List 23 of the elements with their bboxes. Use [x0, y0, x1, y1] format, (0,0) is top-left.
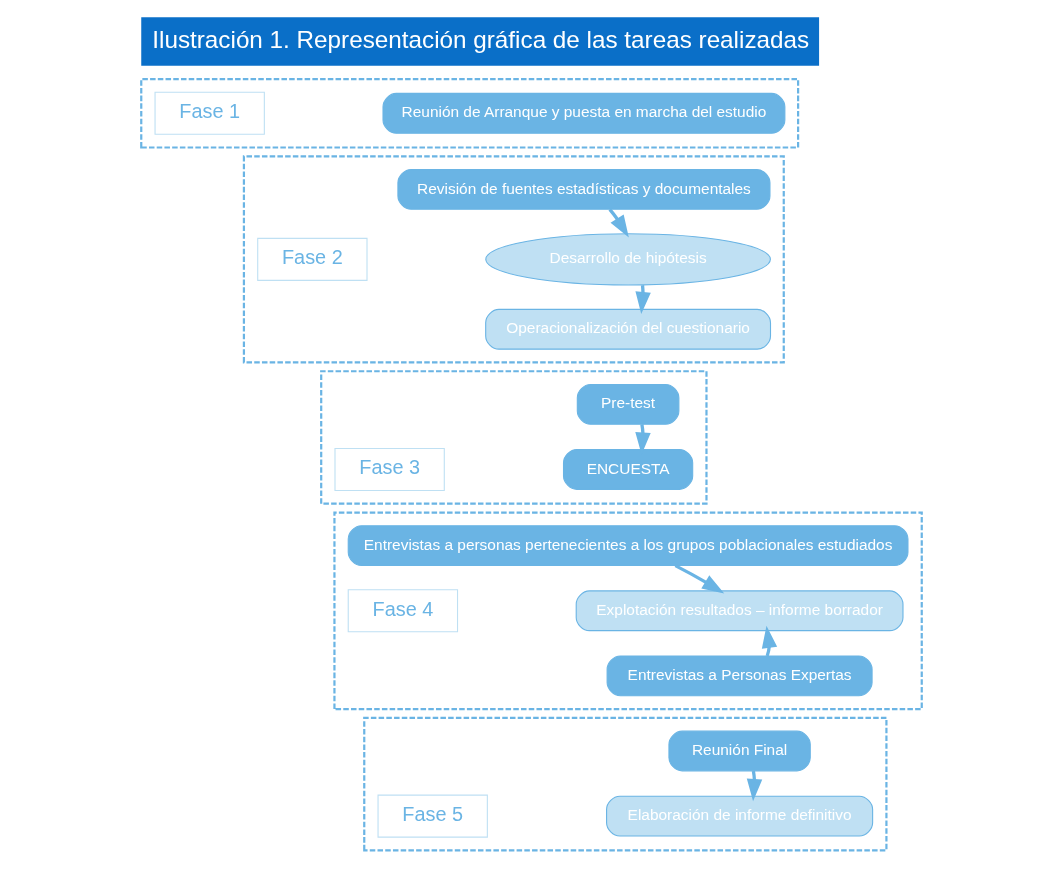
- node-box: Revisión de fuentes estadísticas y documentales: [396, 169, 770, 210]
- node-box: ENCUESTA: [562, 449, 693, 490]
- arrow: [674, 564, 724, 594]
- cluster: [319, 370, 708, 505]
- cluster: [242, 155, 785, 364]
- cluster: [362, 716, 888, 852]
- node-box: Entrevistas a Personas Expertas: [606, 655, 873, 697]
- node-box: Operacionalización del cuestionario: [484, 308, 771, 350]
- node-box: Pre-test: [576, 383, 679, 425]
- node-box: Reunión Final: [667, 730, 811, 772]
- node-box: Elaboración de informe definitivo: [605, 795, 873, 837]
- node-ellipse: Desarrollo de hipótesis: [484, 233, 771, 286]
- node-box: Fase 1: [154, 91, 265, 135]
- node-box: Fase 4: [347, 589, 458, 633]
- node-box: Fase 3: [333, 447, 445, 491]
- diagram-title: Ilustración 1. Representación gráfica de las tareas realizadas: [151, 25, 809, 53]
- cluster: [332, 511, 923, 711]
- node-box: Fase 2: [256, 237, 368, 281]
- node-box: Reunión de Arranque y puesta en marcha del estudio: [381, 92, 785, 134]
- cluster: [139, 77, 799, 149]
- node-box: Explotación resultados – informe borrador: [575, 590, 904, 632]
- node-box: Entrevistas a personas pertenecientes a los grupos poblacionales estudiados: [347, 525, 908, 567]
- node-box: Fase 5: [377, 794, 488, 838]
